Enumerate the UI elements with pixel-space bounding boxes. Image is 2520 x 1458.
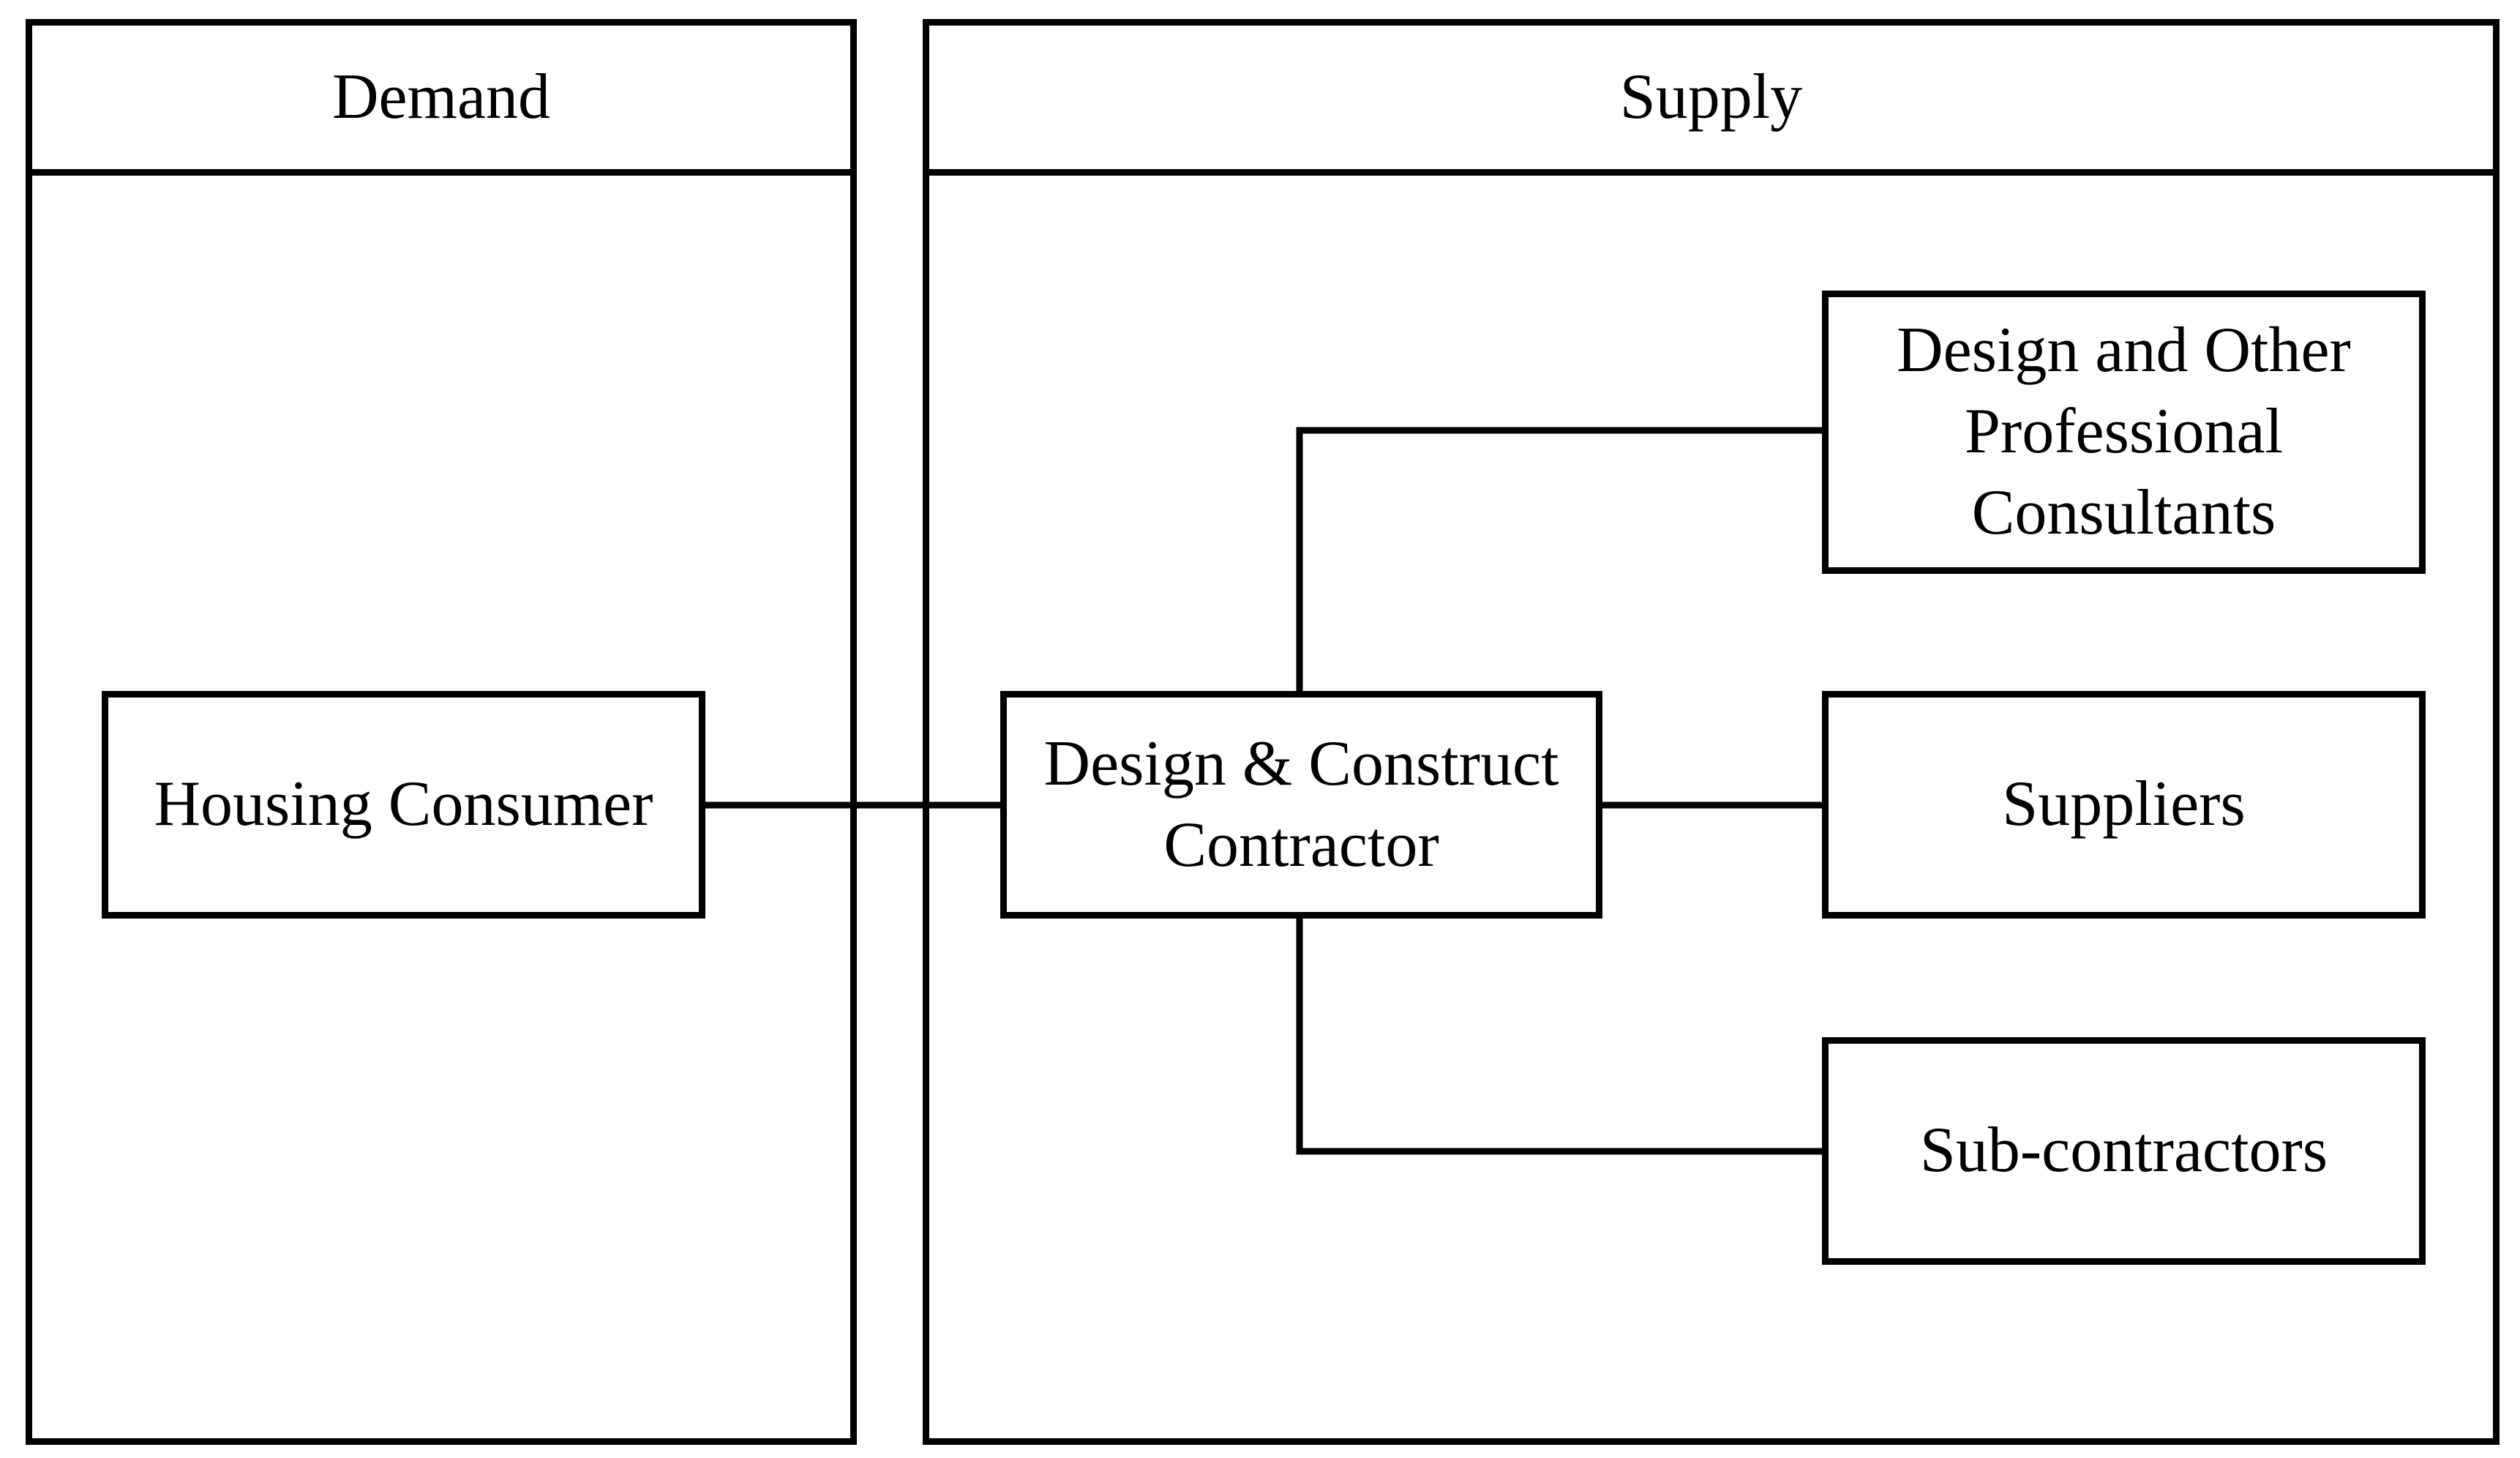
- consultants-label-line-1: Design and Other: [1897, 315, 2351, 386]
- connector-contractor-to-subcontractors: [1296, 915, 1826, 1155]
- contractor-label-line-1: Design & Construct: [1043, 728, 1559, 799]
- contractor-label-line-2: Contractor: [1163, 809, 1439, 881]
- housing-consumer-label: Housing Consumer: [154, 769, 653, 840]
- consultants-label-line-3: Consultants: [1971, 476, 2276, 548]
- supply-panel-title: Supply: [929, 26, 2493, 176]
- suppliers-label: Suppliers: [2002, 769, 2246, 840]
- connector-contractor-to-consultants: [1296, 427, 1826, 695]
- contractor-box: Design & Construct Contractor: [1000, 691, 1602, 919]
- subcontractors-label: Sub-contractors: [1919, 1115, 2328, 1186]
- suppliers-box: Suppliers: [1822, 691, 2426, 919]
- housing-consumer-box: Housing Consumer: [102, 691, 705, 919]
- consultants-box: Design and Other Professional Consultant…: [1822, 291, 2426, 574]
- subcontractors-box: Sub-contractors: [1822, 1037, 2426, 1265]
- consultants-label-line-2: Professional: [1964, 396, 2284, 468]
- demand-panel-title: Demand: [32, 26, 850, 176]
